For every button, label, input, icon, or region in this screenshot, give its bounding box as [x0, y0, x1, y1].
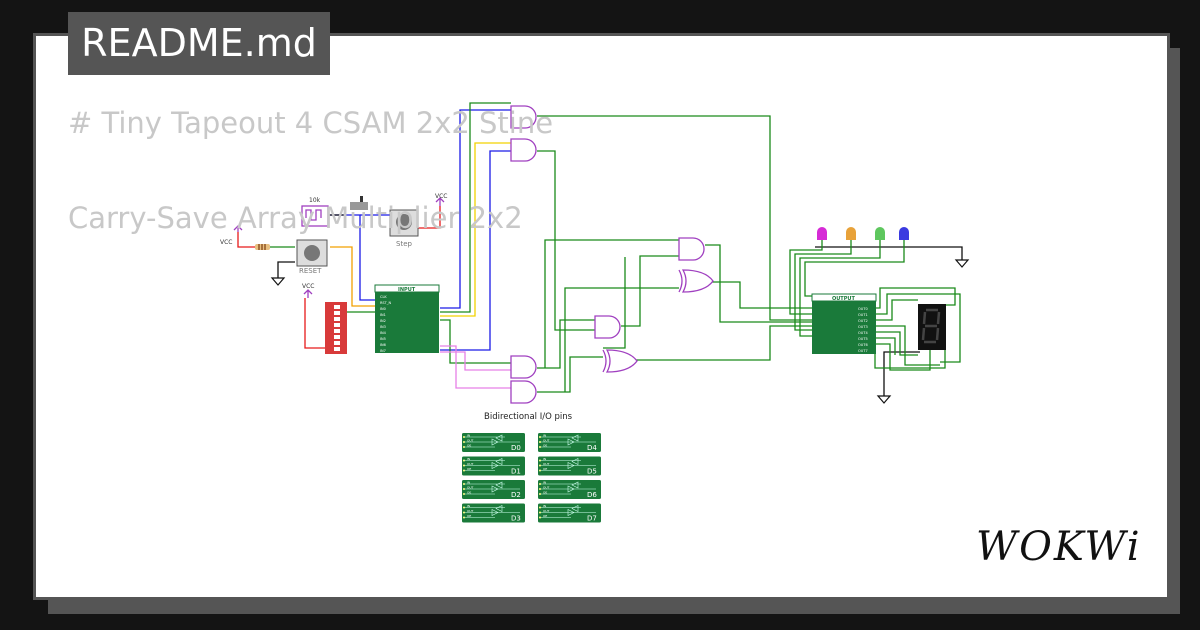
bidir-sub-label: IN	[543, 457, 546, 461]
bidir-sub-label: IN	[543, 504, 546, 508]
pin-label: IN7	[380, 349, 386, 353]
led[interactable]	[875, 227, 885, 240]
pin-label: OUT2	[858, 319, 868, 323]
bidir-sub-label: OUT	[467, 439, 474, 443]
pin-label: OUT3	[858, 325, 868, 329]
bidir-pin-label: D3	[511, 515, 521, 523]
input-chip[interactable]	[374, 284, 440, 353]
bidir-sub-label: OUT	[543, 509, 550, 513]
pin-label: OUT6	[858, 343, 868, 347]
bidir-sub-label: IN	[467, 481, 470, 485]
reset-label: RESET	[299, 267, 322, 275]
and-gate[interactable]	[678, 237, 705, 261]
pin-label: IN0	[380, 307, 386, 311]
pin-label: IN1	[380, 313, 386, 317]
bidir-pin-label: D0	[511, 444, 521, 452]
clock-label: 10k	[309, 197, 321, 204]
bidir-sub-label: OUT	[467, 509, 474, 513]
and-gate[interactable]	[510, 138, 537, 162]
bidir-sub-label: OUT	[543, 462, 550, 466]
bidir-sub-label: OE	[467, 444, 471, 448]
input-chip-title: INPUT	[398, 287, 416, 293]
wokwi-logo: WOKWi	[976, 524, 1142, 570]
seven-segment-display[interactable]	[918, 304, 946, 350]
pin-label: IN4	[380, 331, 387, 335]
and-gate[interactable]	[510, 105, 537, 129]
vcc-label: VCC	[302, 283, 314, 290]
pin-label: IN6	[380, 343, 386, 347]
pin-label: IN3	[380, 325, 386, 329]
led[interactable]	[899, 227, 909, 240]
bidir-sub-label: IN	[543, 481, 546, 485]
bidir-pin-label: D6	[587, 491, 597, 499]
pin-label: OUT0	[858, 307, 868, 311]
step-button[interactable]	[389, 209, 419, 237]
bidir-sub-label: OUT	[543, 439, 550, 443]
bidir-sub-label: OE	[467, 491, 471, 495]
bidir-pin-label: D4	[587, 444, 597, 452]
bidir-sub-label: OE	[543, 491, 547, 495]
bidir-pin-label: D2	[511, 491, 521, 499]
slide-switch[interactable]	[350, 202, 368, 210]
bidir-title: Bidirectional I/O pins	[484, 412, 573, 422]
and-gate[interactable]	[510, 380, 537, 404]
pin-label: IN5	[380, 337, 386, 341]
step-label: Step	[396, 240, 412, 248]
bidir-pin-label: D7	[587, 515, 597, 523]
bidir-sub-label: OUT	[467, 486, 474, 490]
pin-label: IN2	[380, 319, 386, 323]
bidir-pin-label: D1	[511, 468, 521, 476]
dip-switch[interactable]	[325, 302, 347, 354]
bidir-sub-label: OE	[543, 444, 547, 448]
bidir-sub-label: OE	[543, 467, 547, 471]
bidir-sub-label: OE	[467, 514, 471, 518]
vcc-label: VCC	[435, 193, 447, 200]
readme-title: # Tiny Tapeout 4 CSAM 2x2 Stine	[68, 106, 554, 140]
pin-label: RST_N	[380, 301, 392, 305]
bidir-sub-label: OUT	[467, 462, 474, 466]
and-gate[interactable]	[510, 355, 537, 379]
bidir-sub-label: IN	[467, 434, 470, 438]
readme-tab[interactable]: README.md	[68, 12, 330, 75]
bidir-sub-label: OUT	[543, 486, 550, 490]
bidir-sub-label: OE	[467, 467, 471, 471]
output-chip[interactable]	[811, 293, 877, 354]
pin-label: OUT7	[858, 349, 868, 353]
pin-label: OUT5	[858, 337, 868, 341]
bidir-sub-label: IN	[467, 504, 470, 508]
pin-label: OUT1	[858, 313, 868, 317]
pin-label: OUT4	[858, 331, 868, 335]
output-chip-title: OUTPUT	[832, 296, 855, 302]
led[interactable]	[817, 227, 827, 240]
xor-gate[interactable]	[602, 349, 638, 373]
bidir-sub-label: IN	[543, 434, 546, 438]
bidir-sub-label: IN	[467, 457, 470, 461]
led[interactable]	[846, 227, 856, 240]
readme-subtitle: Carry-Save Array Multiplier 2x2	[68, 201, 523, 235]
reset-button[interactable]	[296, 239, 328, 267]
vcc-label: VCC	[220, 239, 232, 246]
and-gate[interactable]	[594, 315, 621, 339]
pin-label: CLK	[380, 295, 387, 299]
bidir-pin-label: D5	[587, 468, 597, 476]
bidir-sub-label: OE	[543, 514, 547, 518]
xor-gate[interactable]	[678, 269, 714, 293]
